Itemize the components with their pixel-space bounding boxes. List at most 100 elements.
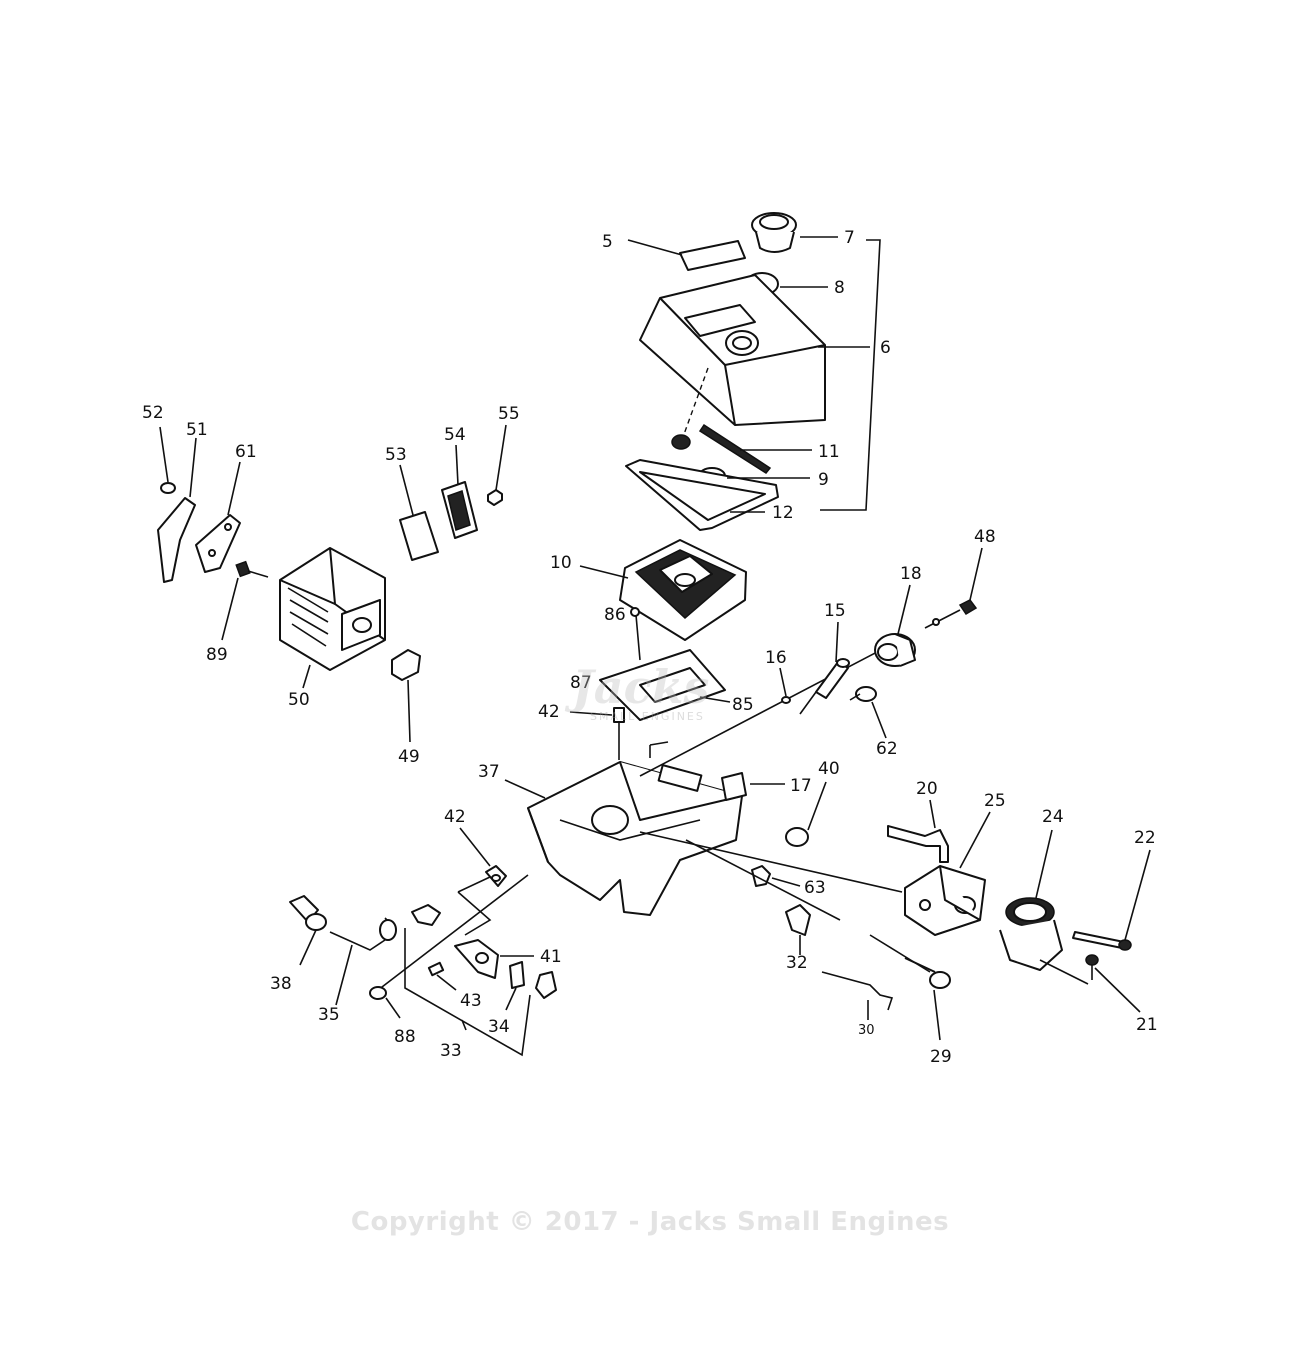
part-49-gasket	[391, 649, 421, 681]
part-50-muffler	[279, 547, 386, 671]
part-16-washer	[781, 696, 791, 704]
part-51-bracket	[157, 497, 196, 583]
part-11-seal-strip	[671, 423, 772, 474]
tick-2	[649, 741, 669, 746]
callout-50: 50	[288, 690, 310, 710]
link-24-21	[1039, 959, 1089, 985]
leader-35	[335, 944, 353, 1006]
callout-88: 88	[394, 1027, 416, 1047]
leader-21	[1094, 967, 1141, 1013]
part-55-nut	[487, 489, 503, 506]
part-88-bolt	[369, 986, 387, 1000]
callout-51: 51	[186, 420, 208, 440]
callout-7: 7	[844, 228, 855, 248]
leader-53	[399, 464, 414, 516]
leader-10	[579, 565, 629, 579]
axis-line-lower	[685, 839, 841, 921]
callout-20: 20	[916, 779, 938, 799]
dashed-guide-6	[682, 367, 709, 438]
part-37-crankcase	[527, 761, 743, 916]
copyright-watermark: Copyright © 2017 - Jacks Small Engines	[350, 1207, 950, 1237]
part-42-bolt-upper	[613, 707, 625, 760]
jacks-logo-watermark: Jacks SMALL ENGINES	[560, 640, 760, 740]
part-34-lever	[509, 961, 525, 989]
callout-12: 12	[772, 503, 794, 523]
leader-88	[385, 997, 401, 1019]
callout-38: 38	[270, 974, 292, 994]
leader-49	[407, 679, 411, 743]
callout-61: 61	[235, 442, 257, 462]
part-10-air-filter	[619, 539, 747, 641]
axis-line-right	[639, 639, 901, 777]
part-21-screw	[1085, 954, 1099, 980]
callout-54: 54	[444, 425, 466, 445]
part-12-tank-gasket	[625, 459, 779, 531]
callout-35: 35	[318, 1005, 340, 1025]
callout-33: 33	[440, 1041, 462, 1061]
part-62-cap	[855, 686, 877, 702]
callout-40: 40	[818, 759, 840, 779]
part-15-bar-stud	[799, 658, 850, 715]
leader-61	[227, 461, 241, 516]
part-25-carburetor	[904, 865, 986, 936]
callout-18: 18	[900, 564, 922, 584]
part-24-intake-adapter	[999, 897, 1063, 971]
leader-42a	[569, 711, 613, 716]
part-29-choke	[869, 934, 951, 989]
part-33-throttle-trigger-group	[411, 904, 499, 979]
callout-41: 41	[540, 947, 562, 967]
callout-86: 86	[604, 605, 626, 625]
leader-40	[807, 781, 827, 831]
callout-16: 16	[765, 648, 787, 668]
leader-25	[959, 811, 991, 869]
part-54-spark-screen	[441, 481, 478, 539]
callout-8: 8	[834, 278, 845, 298]
part-40-bushing	[785, 827, 809, 847]
callout-85: 85	[732, 695, 754, 715]
callout-29: 29	[930, 1047, 952, 1067]
part-5-decal	[679, 240, 746, 271]
part-17-plate	[721, 772, 747, 801]
bracket-tank-group	[820, 239, 881, 511]
callout-15: 15	[824, 601, 846, 621]
leader-50	[302, 664, 311, 689]
leader-15	[835, 621, 839, 663]
callout-55: 55	[498, 404, 520, 424]
leader-38	[299, 929, 317, 966]
callout-49: 49	[398, 747, 420, 767]
axis-line-carb	[639, 831, 903, 893]
callout-42a: 42	[538, 702, 560, 722]
part-87-filter-base	[599, 649, 726, 721]
callout-62: 62	[876, 739, 898, 759]
leader-34	[505, 987, 517, 1011]
part-53-gasket	[399, 511, 439, 561]
leader-33	[461, 1019, 467, 1031]
leader-55	[495, 424, 507, 491]
leader-85	[699, 696, 731, 703]
axis-line-left	[377, 874, 529, 991]
callout-5: 5	[602, 232, 613, 252]
callout-30: 30	[858, 1023, 875, 1038]
part-6-tank-cover	[639, 274, 826, 426]
callout-17: 17	[790, 776, 812, 796]
callout-43: 43	[460, 991, 482, 1011]
leader-42b	[459, 827, 491, 867]
leader-24	[1035, 829, 1053, 899]
leader-43	[436, 974, 457, 991]
leader-22	[1124, 849, 1151, 941]
callout-25: 25	[984, 791, 1006, 811]
leader-5	[627, 239, 683, 256]
part-86-screw	[630, 607, 641, 661]
part-20-fuel-hose	[887, 825, 949, 863]
leader-20	[929, 799, 936, 829]
callout-9: 9	[818, 470, 829, 490]
part-18-sprocket	[874, 633, 916, 667]
part-38-switch	[289, 895, 327, 931]
leader-29	[933, 989, 941, 1041]
part-52-screw	[159, 426, 176, 494]
callout-53: 53	[385, 445, 407, 465]
part-22-bolt	[1072, 931, 1132, 951]
callout-32: 32	[786, 953, 808, 973]
leader-51	[189, 437, 197, 498]
callout-37: 37	[478, 762, 500, 782]
